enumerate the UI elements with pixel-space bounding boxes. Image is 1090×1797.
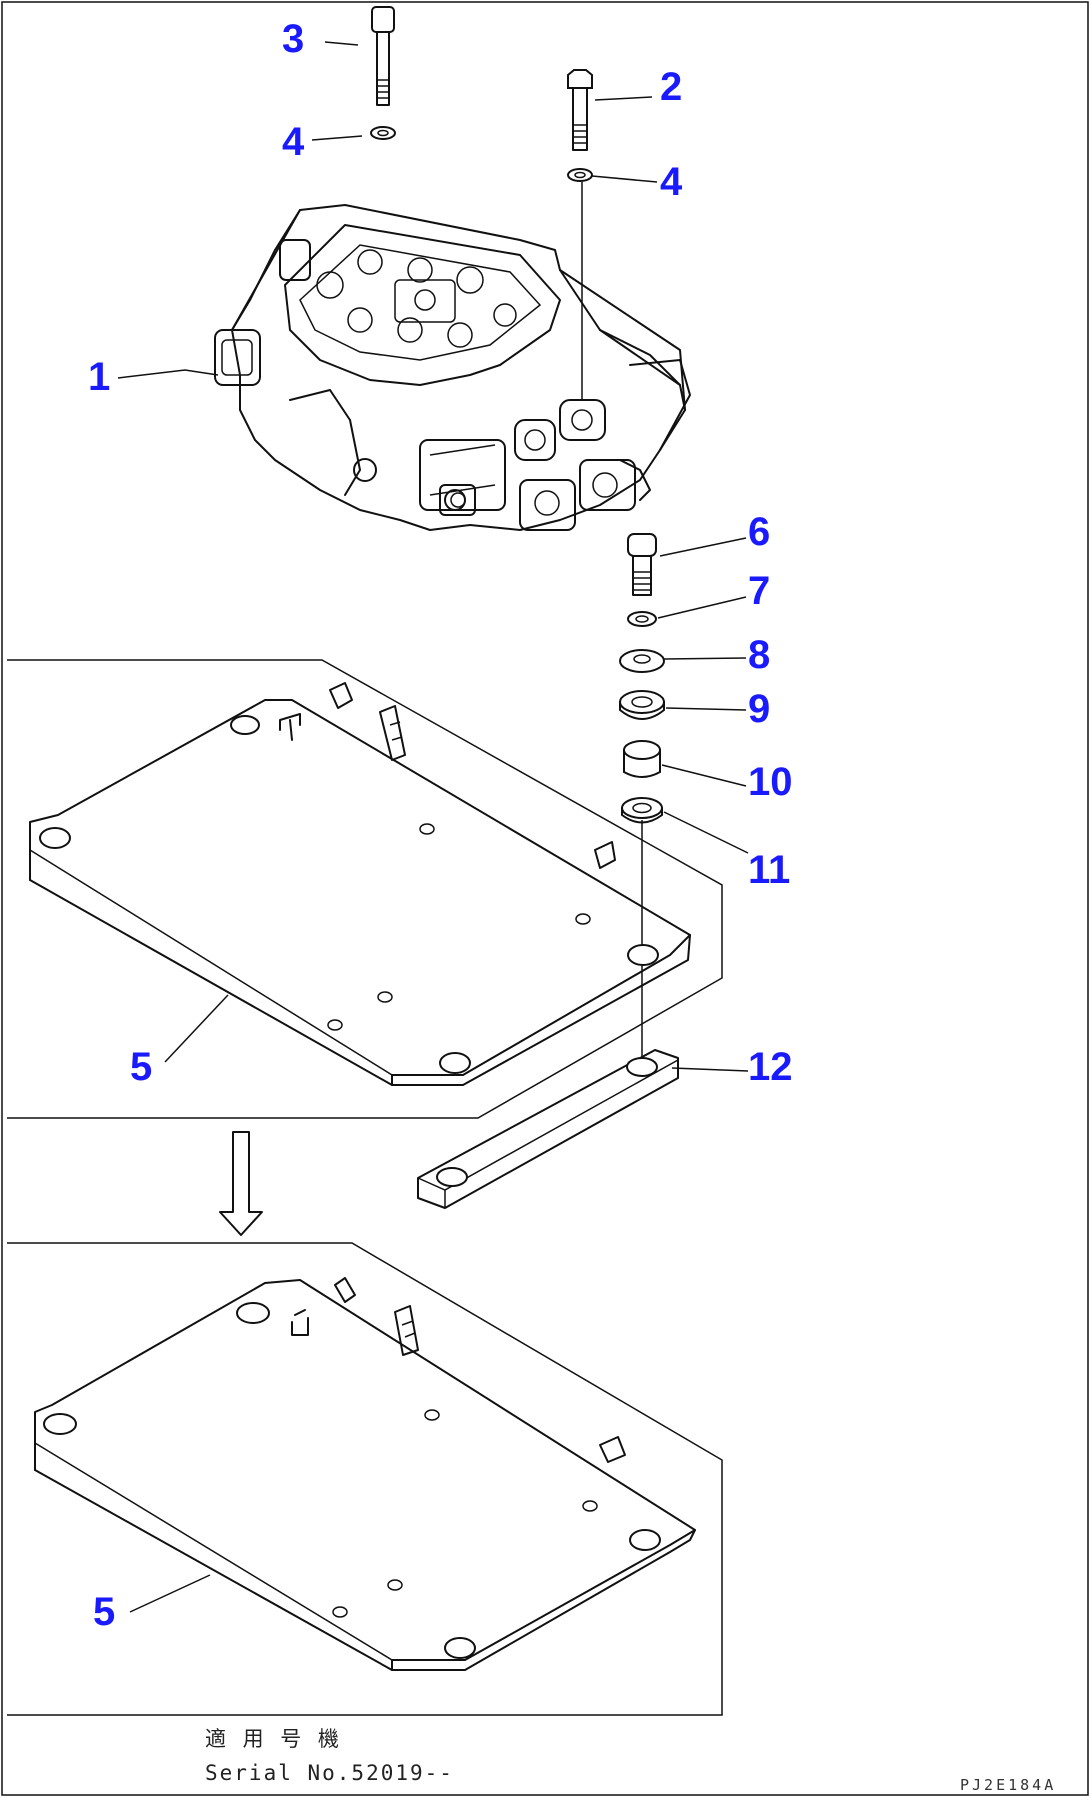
washer-part-4-top-left — [370, 126, 396, 140]
plate-washer-part-8 — [619, 649, 665, 673]
callout-6: 6 — [748, 510, 770, 554]
bracket-part-12 — [417, 1049, 679, 1209]
callout-8: 8 — [748, 633, 770, 677]
callout-5-lower: 5 — [93, 1590, 115, 1634]
down-arrow-icon — [219, 1131, 263, 1236]
bolt-part-6 — [627, 533, 657, 596]
callout-5-upper: 5 — [130, 1045, 152, 1089]
floor-plate-part-5-upper — [7, 659, 723, 1119]
washer-part-7 — [627, 611, 657, 627]
cushion-part-11 — [621, 797, 663, 824]
washer-part-4-top-right — [567, 168, 593, 182]
drawing-code: PJ2E184A — [960, 1776, 1056, 1794]
collar-part-10 — [623, 740, 661, 778]
leader-lines — [117, 41, 749, 1613]
callout-10: 10 — [748, 760, 793, 804]
callout-1: 1 — [88, 355, 110, 399]
callout-9: 9 — [748, 687, 770, 731]
callout-2: 2 — [660, 65, 682, 109]
callout-7: 7 — [748, 569, 770, 613]
callout-4-upper-left: 4 — [282, 120, 305, 164]
serial-number-text: Serial No.52019-- — [205, 1761, 454, 1785]
floor-plate-part-5-lower — [7, 1242, 723, 1716]
callout-3: 3 — [282, 17, 304, 61]
bolt-part-2 — [567, 69, 593, 151]
applicable-serial-label: 適 用 号 機 — [205, 1727, 341, 1751]
bolt-part-3 — [371, 6, 395, 106]
callout-12: 12 — [748, 1045, 793, 1089]
cushion-part-9 — [619, 690, 665, 720]
control-valve-assembly — [214, 204, 691, 531]
callout-11: 11 — [748, 848, 790, 892]
callout-4-upper-right: 4 — [660, 160, 683, 204]
